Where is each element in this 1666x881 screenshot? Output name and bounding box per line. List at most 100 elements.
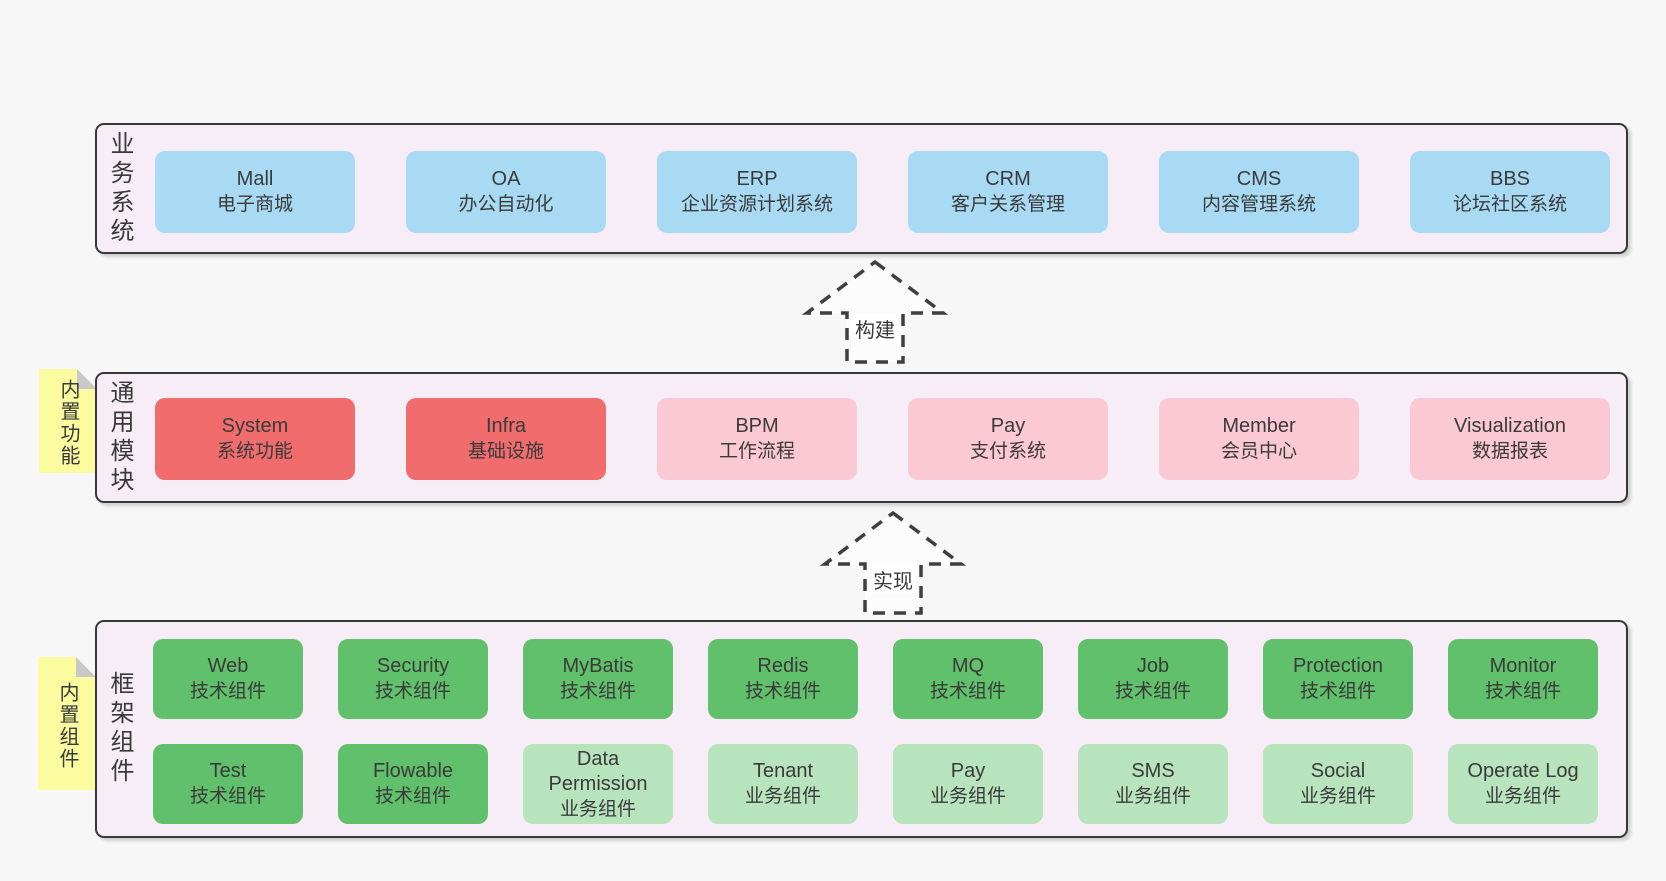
box-subtitle: 技术组件	[189, 786, 266, 807]
box-subtitle: 业务组件	[1484, 786, 1561, 807]
module-box-system: System 系统功能	[155, 398, 355, 480]
box-subtitle: 会员中心	[1220, 441, 1297, 462]
layer-business-systems: 业务系统 Mall 电子商城 OA 办公自动化 ERP 企业资源计划系统 CRM 客户关系管理…	[95, 123, 1628, 254]
module-box-bbs: BBS 论坛社区系统	[1410, 151, 1610, 233]
sticky-note-built-in-components: 内置组件	[38, 657, 96, 790]
box-subtitle: 工作流程	[718, 441, 795, 462]
module-box-cms: CMS 内容管理系统	[1159, 151, 1359, 233]
box-subtitle: 技术组件	[929, 681, 1006, 702]
box-subtitle: 论坛社区系统	[1452, 194, 1567, 215]
box-subtitle: 技术组件	[559, 681, 636, 702]
box-subtitle: 系统功能	[216, 441, 293, 462]
box-subtitle: 技术组件	[1484, 681, 1561, 702]
module-box-mall: Mall 电子商城	[155, 151, 355, 233]
box-title: Data Permission	[548, 747, 648, 795]
up-arrow-icon	[819, 510, 967, 615]
box-title: SMS	[1131, 760, 1175, 782]
module-box-tenant: Tenant 业务组件	[708, 744, 858, 824]
layer-title-modules: 通用模块	[106, 379, 133, 496]
box-title: Operate Log	[1467, 760, 1579, 782]
box-title: Pay	[990, 415, 1026, 437]
module-box-flowable: Flowable 技术组件	[338, 744, 488, 824]
box-subtitle: 客户关系管理	[950, 194, 1065, 215]
box-subtitle: 技术组件	[374, 681, 451, 702]
box-subtitle: 业务组件	[1299, 786, 1376, 807]
module-box-operate-log: Operate Log 业务组件	[1448, 744, 1598, 824]
box-title: Test	[209, 760, 247, 782]
implement-arrow-label: 实现	[869, 565, 917, 594]
modules-box-row: System 系统功能 Infra 基础设施 BPM 工作流程 Pay 支付系统 Member 会…	[155, 398, 1610, 480]
sticky-note-label: 内置组件	[56, 682, 78, 771]
module-box-visualization: Visualization 数据报表	[1410, 398, 1610, 480]
layer-title-business: 业务系统	[106, 130, 133, 247]
box-title: BBS	[1489, 168, 1531, 190]
box-title: Member	[1222, 415, 1296, 437]
box-title: Visualization	[1454, 415, 1566, 437]
box-title: System	[221, 415, 289, 437]
box-subtitle: 业务组件	[744, 786, 821, 807]
module-box-bpm: BPM 工作流程	[657, 398, 857, 480]
module-box-mq: MQ 技术组件	[893, 639, 1043, 719]
box-title: MyBatis	[562, 655, 634, 677]
module-box-erp: ERP 企业资源计划系统	[657, 151, 857, 233]
module-box-web: Web 技术组件	[153, 639, 303, 719]
module-box-test: Test 技术组件	[153, 744, 303, 824]
box-subtitle: 办公自动化	[458, 194, 554, 215]
box-title: Social	[1310, 760, 1366, 782]
module-box-oa: OA 办公自动化	[406, 151, 606, 233]
box-subtitle: 支付系统	[969, 441, 1046, 462]
box-title: Mall	[236, 168, 274, 190]
box-subtitle: 技术组件	[189, 681, 266, 702]
module-box-mybatis: MyBatis 技术组件	[523, 639, 673, 719]
note-fold-corner-icon	[77, 369, 97, 389]
box-title: BPM	[735, 415, 779, 437]
box-title: MQ	[951, 655, 985, 677]
box-title: CRM	[985, 168, 1031, 190]
layer-common-modules: 通用模块 System 系统功能 Infra 基础设施 BPM 工作流程 Pay 支付系统 Me…	[95, 372, 1628, 503]
box-title: Flowable	[372, 760, 454, 782]
box-subtitle: 技术组件	[374, 786, 451, 807]
layer-title-framework: 框架组件	[106, 671, 133, 787]
box-title: Redis	[757, 655, 809, 677]
business-box-row: Mall 电子商城 OA 办公自动化 ERP 企业资源计划系统 CRM 客户关系管理 CMS 内容…	[155, 151, 1610, 233]
box-title: Pay	[950, 760, 986, 782]
box-title: Tenant	[752, 760, 814, 782]
note-fold-corner-icon	[76, 657, 96, 677]
module-box-redis: Redis 技术组件	[708, 639, 858, 719]
box-title: OA	[491, 168, 521, 190]
module-box-monitor: Monitor 技术组件	[1448, 639, 1598, 719]
box-title: Web	[207, 655, 249, 677]
box-subtitle: 业务组件	[1114, 786, 1191, 807]
box-subtitle: 技术组件	[744, 681, 821, 702]
box-subtitle: 技术组件	[1114, 681, 1191, 702]
build-arrow: 构建	[790, 258, 960, 366]
module-box-member: Member 会员中心	[1159, 398, 1359, 480]
sticky-note-built-in-features: 内置功能	[39, 369, 97, 473]
module-box-job: Job 技术组件	[1078, 639, 1228, 719]
box-subtitle: 技术组件	[1299, 681, 1376, 702]
module-box-sms: SMS 业务组件	[1078, 744, 1228, 824]
box-subtitle: 数据报表	[1471, 441, 1548, 462]
box-title: Job	[1136, 655, 1170, 677]
box-subtitle: 企业资源计划系统	[680, 194, 833, 215]
box-subtitle: 电子商城	[216, 194, 293, 215]
box-subtitle: 业务组件	[559, 798, 636, 820]
box-title: ERP	[736, 168, 778, 190]
module-box-social: Social 业务组件	[1263, 744, 1413, 824]
module-box-infra: Infra 基础设施	[406, 398, 606, 480]
box-title: Monitor	[1489, 655, 1557, 677]
module-box-pay: Pay 业务组件	[893, 744, 1043, 824]
implement-arrow: 实现	[808, 509, 978, 617]
up-arrow-icon	[801, 259, 949, 364]
box-subtitle: 内容管理系统	[1201, 194, 1316, 215]
box-title: Security	[376, 655, 450, 677]
box-title: Infra	[485, 415, 527, 437]
module-box-data-permission: Data Permission 业务组件	[523, 744, 673, 824]
build-arrow-label: 构建	[851, 314, 899, 343]
box-subtitle: 基础设施	[467, 441, 544, 462]
box-title: CMS	[1236, 168, 1282, 190]
box-subtitle: 业务组件	[929, 786, 1006, 807]
